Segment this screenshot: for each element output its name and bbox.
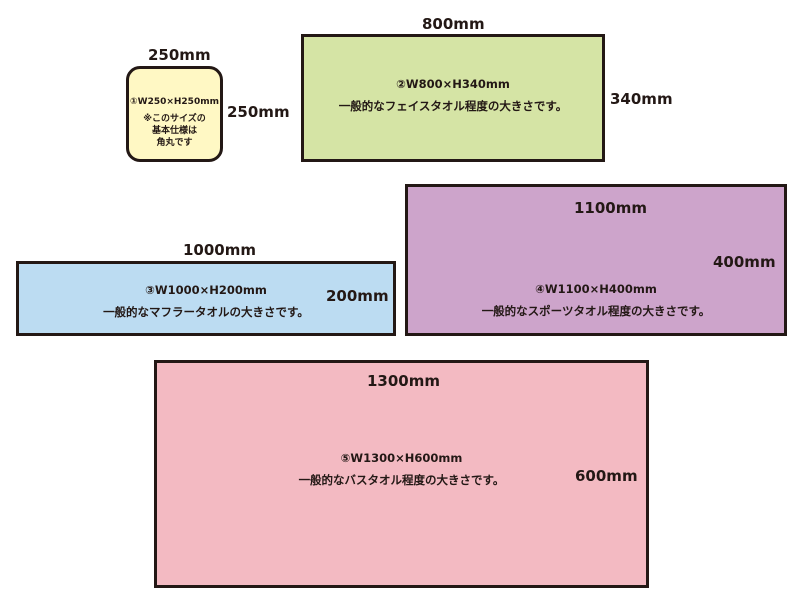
- towel-1-note-line-1: ※このサイズの: [143, 114, 206, 124]
- towel-2-spec: ②W800×H340mm: [396, 77, 510, 91]
- towel-5-height-label: 600mm: [575, 467, 638, 485]
- towel-3-description: 一般的なマフラータオルの大きさです。: [103, 305, 309, 319]
- towel-1-width-label: 250mm: [148, 46, 211, 64]
- towel-3-box: ③W1000×H200mm 一般的なマフラータオルの大きさです。 200mm: [16, 261, 396, 336]
- towel-2-description: 一般的なフェイスタオル程度の大きさです。: [338, 99, 568, 113]
- towel-1-spec: ①W250×H250mm: [130, 97, 219, 107]
- towel-3-spec: ③W1000×H200mm: [145, 283, 267, 297]
- towel-5-spec: ⑤W1300×H600mm: [340, 451, 463, 465]
- towel-4-height-label: 400mm: [713, 253, 776, 271]
- towel-3-height-label: 200mm: [326, 287, 389, 305]
- towel-4-box: 1100mm 400mm ④W1100×H400mm 一般的なスポーツタオル程度…: [405, 184, 787, 336]
- towel-2-box: ②W800×H340mm 一般的なフェイスタオル程度の大きさです。: [301, 34, 605, 162]
- towel-5-description: 一般的なバスタオル程度の大きさです。: [298, 473, 505, 487]
- towel-5-box: 1300mm ⑤W1300×H600mm 一般的なバスタオル程度の大きさです。 …: [154, 360, 649, 588]
- towel-1-box: ①W250×H250mm ※このサイズの 基本仕様は 角丸です: [126, 66, 223, 162]
- towel-5-width-label: 1300mm: [367, 372, 441, 390]
- towel-3-width-label: 1000mm: [183, 241, 257, 259]
- towel-2-width-label: 800mm: [422, 15, 485, 33]
- towel-1-note-line-3: 角丸です: [156, 138, 193, 148]
- towel-4-description: 一般的なスポーツタオル程度の大きさです。: [481, 304, 711, 318]
- towel-4-width-label: 1100mm: [574, 199, 648, 217]
- towel-1-note-line-2: 基本仕様は: [151, 126, 197, 136]
- towel-4-spec: ④W1100×H400mm: [535, 282, 657, 296]
- towel-1-height-label: 250mm: [227, 103, 290, 121]
- towel-2-height-label: 340mm: [610, 90, 673, 108]
